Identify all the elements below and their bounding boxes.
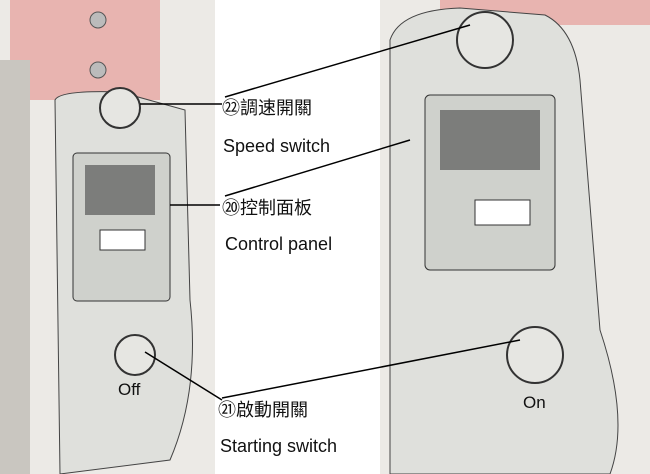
left-device-photo <box>0 0 215 474</box>
speed-switch-label-cn: ㉒調速開關 <box>222 98 312 119</box>
on-knob <box>506 326 564 384</box>
bolt-icon <box>89 11 107 29</box>
on-state-label: On <box>523 393 546 412</box>
control-panel-label-en: Control panel <box>225 234 333 254</box>
leader-lines <box>140 24 521 401</box>
right-device-photo <box>380 0 650 474</box>
starting-switch-label-en: Starting switch <box>220 436 338 456</box>
off-state-label: Off <box>118 380 141 399</box>
off-knob <box>114 334 156 376</box>
speed-knob <box>456 11 514 69</box>
mounting-bracket <box>10 0 160 100</box>
bolt-icon <box>89 61 107 79</box>
control-panel-label-cn: ⑳控制面板 <box>222 198 312 219</box>
speed-knob <box>99 87 141 129</box>
starting-switch-label-cn: ㉑啟動開關 <box>218 400 308 421</box>
speed-switch-label-en: Speed switch <box>223 136 331 156</box>
